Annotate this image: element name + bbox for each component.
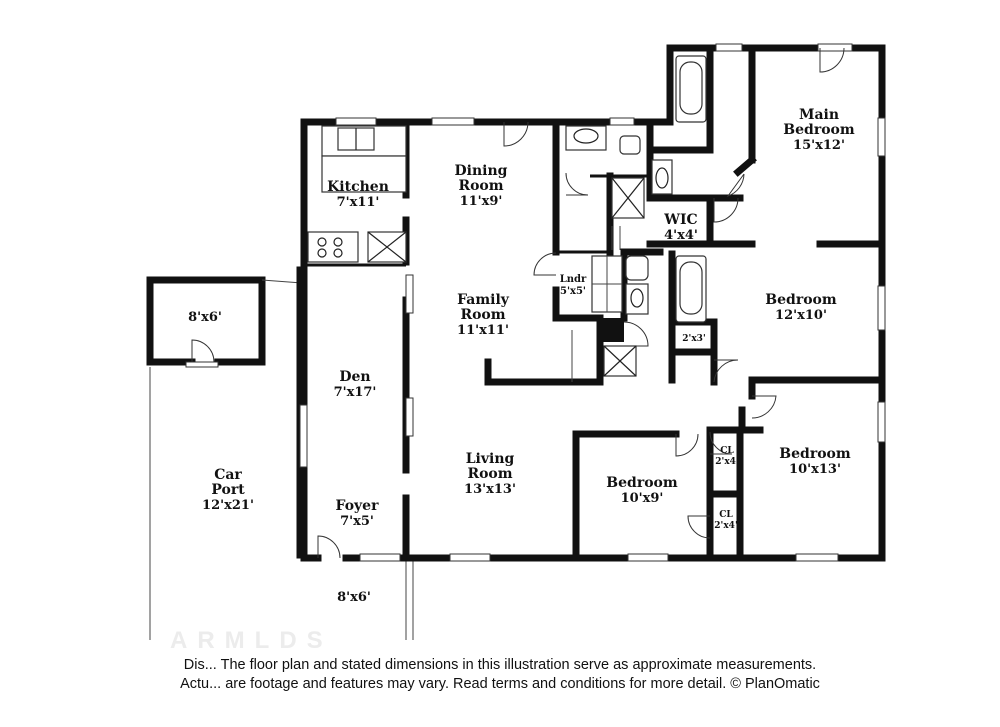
room-name: Bedroom (779, 446, 851, 462)
room-dimensions: 8'x6' (188, 310, 222, 325)
room-name: Dining Room (454, 163, 508, 194)
room-name: Family Room (457, 292, 509, 323)
room-name: Bedroom (606, 475, 678, 491)
shed-label: 8'x6' (188, 310, 222, 325)
carport-label: Car Port 12'x21' (198, 467, 258, 514)
family-room-label: Family Room 11'x11' (448, 292, 518, 339)
kitchen-fixtures (307, 125, 407, 263)
bedroom-east-label: Bedroom 12'x10' (765, 292, 837, 324)
room-name: Kitchen (327, 179, 389, 195)
room-name: Main Bedroom (783, 107, 855, 138)
room-name: CL (720, 446, 734, 456)
room-name: Living Room (465, 451, 515, 482)
closet-1-label: CL 2'x4' (715, 446, 738, 468)
room-dimensions: 10'x13' (789, 462, 841, 477)
closet-2-label: CL 2'x4' (714, 510, 737, 532)
den-label: Den 7'x17' (333, 369, 377, 401)
disclaimer-line-1: Dis... The floor plan and stated dimensi… (183, 657, 817, 673)
room-dimensions: 7'x5' (340, 514, 374, 529)
room-name: Den (339, 369, 371, 385)
room-dimensions: 12'x10' (775, 308, 827, 323)
svg-text:ARMLDS: ARMLDS (170, 627, 333, 654)
disclaimer-line-2: Actu... are footage and features may var… (180, 676, 820, 692)
bedroom-southeast-label: Bedroom 10'x13' (779, 446, 851, 478)
room-dimensions: 2'x4' (715, 457, 739, 467)
room-dimensions: 12'x21' (202, 498, 254, 513)
dining-room-label: Dining Room 11'x9' (446, 163, 516, 210)
room-dimensions: 2'x4' (714, 521, 738, 531)
room-dimensions: 13'x13' (464, 482, 516, 497)
watermark: ARMLDS (170, 627, 333, 654)
bedroom-south-label: Bedroom 10'x9' (606, 475, 678, 507)
room-dimensions: 11'x9' (459, 194, 503, 209)
room-name: Lndr (559, 274, 587, 285)
room-dimensions: 8'x6' (337, 590, 371, 605)
room-dimensions: 7'x17' (333, 385, 377, 400)
carport-outline (149, 367, 414, 640)
room-name: Bedroom (765, 292, 837, 308)
foyer-label: Foyer 7'x5' (335, 498, 379, 530)
closet-2x3-label: 2'x3' (682, 334, 705, 345)
room-name: Car Port (211, 467, 245, 498)
room-dimensions: 11'x11' (457, 323, 509, 338)
room-dimensions: 2'x3' (682, 334, 706, 344)
hall-lines (571, 226, 621, 382)
disclaimer: Dis... The floor plan and stated dimensi… (0, 656, 1000, 694)
main-bedroom-label: Main Bedroom 15'x12' (779, 107, 859, 154)
shed-walls (146, 276, 303, 368)
room-name: CL (719, 510, 733, 520)
room-dimensions: 15'x12' (793, 138, 845, 153)
living-room-label: Living Room 13'x13' (455, 451, 525, 498)
room-name: Foyer (335, 498, 379, 514)
room-dimensions: 5'x5' (559, 286, 586, 297)
exterior-walls (300, 44, 886, 562)
porch-label: 8'x6' (337, 590, 371, 605)
room-name: WIC (664, 212, 698, 228)
windows (299, 43, 886, 562)
wic-label: WIC 4'x4' (664, 212, 698, 244)
bath-fixtures (565, 55, 707, 377)
room-dimensions: 7'x11' (336, 195, 380, 210)
kitchen-label: Kitchen 7'x11' (327, 179, 389, 211)
laundry-label: Lndr 5'x5' (560, 274, 587, 298)
room-dimensions: 4'x4' (664, 228, 698, 243)
room-dimensions: 10'x9' (620, 491, 664, 506)
doors (317, 47, 845, 559)
